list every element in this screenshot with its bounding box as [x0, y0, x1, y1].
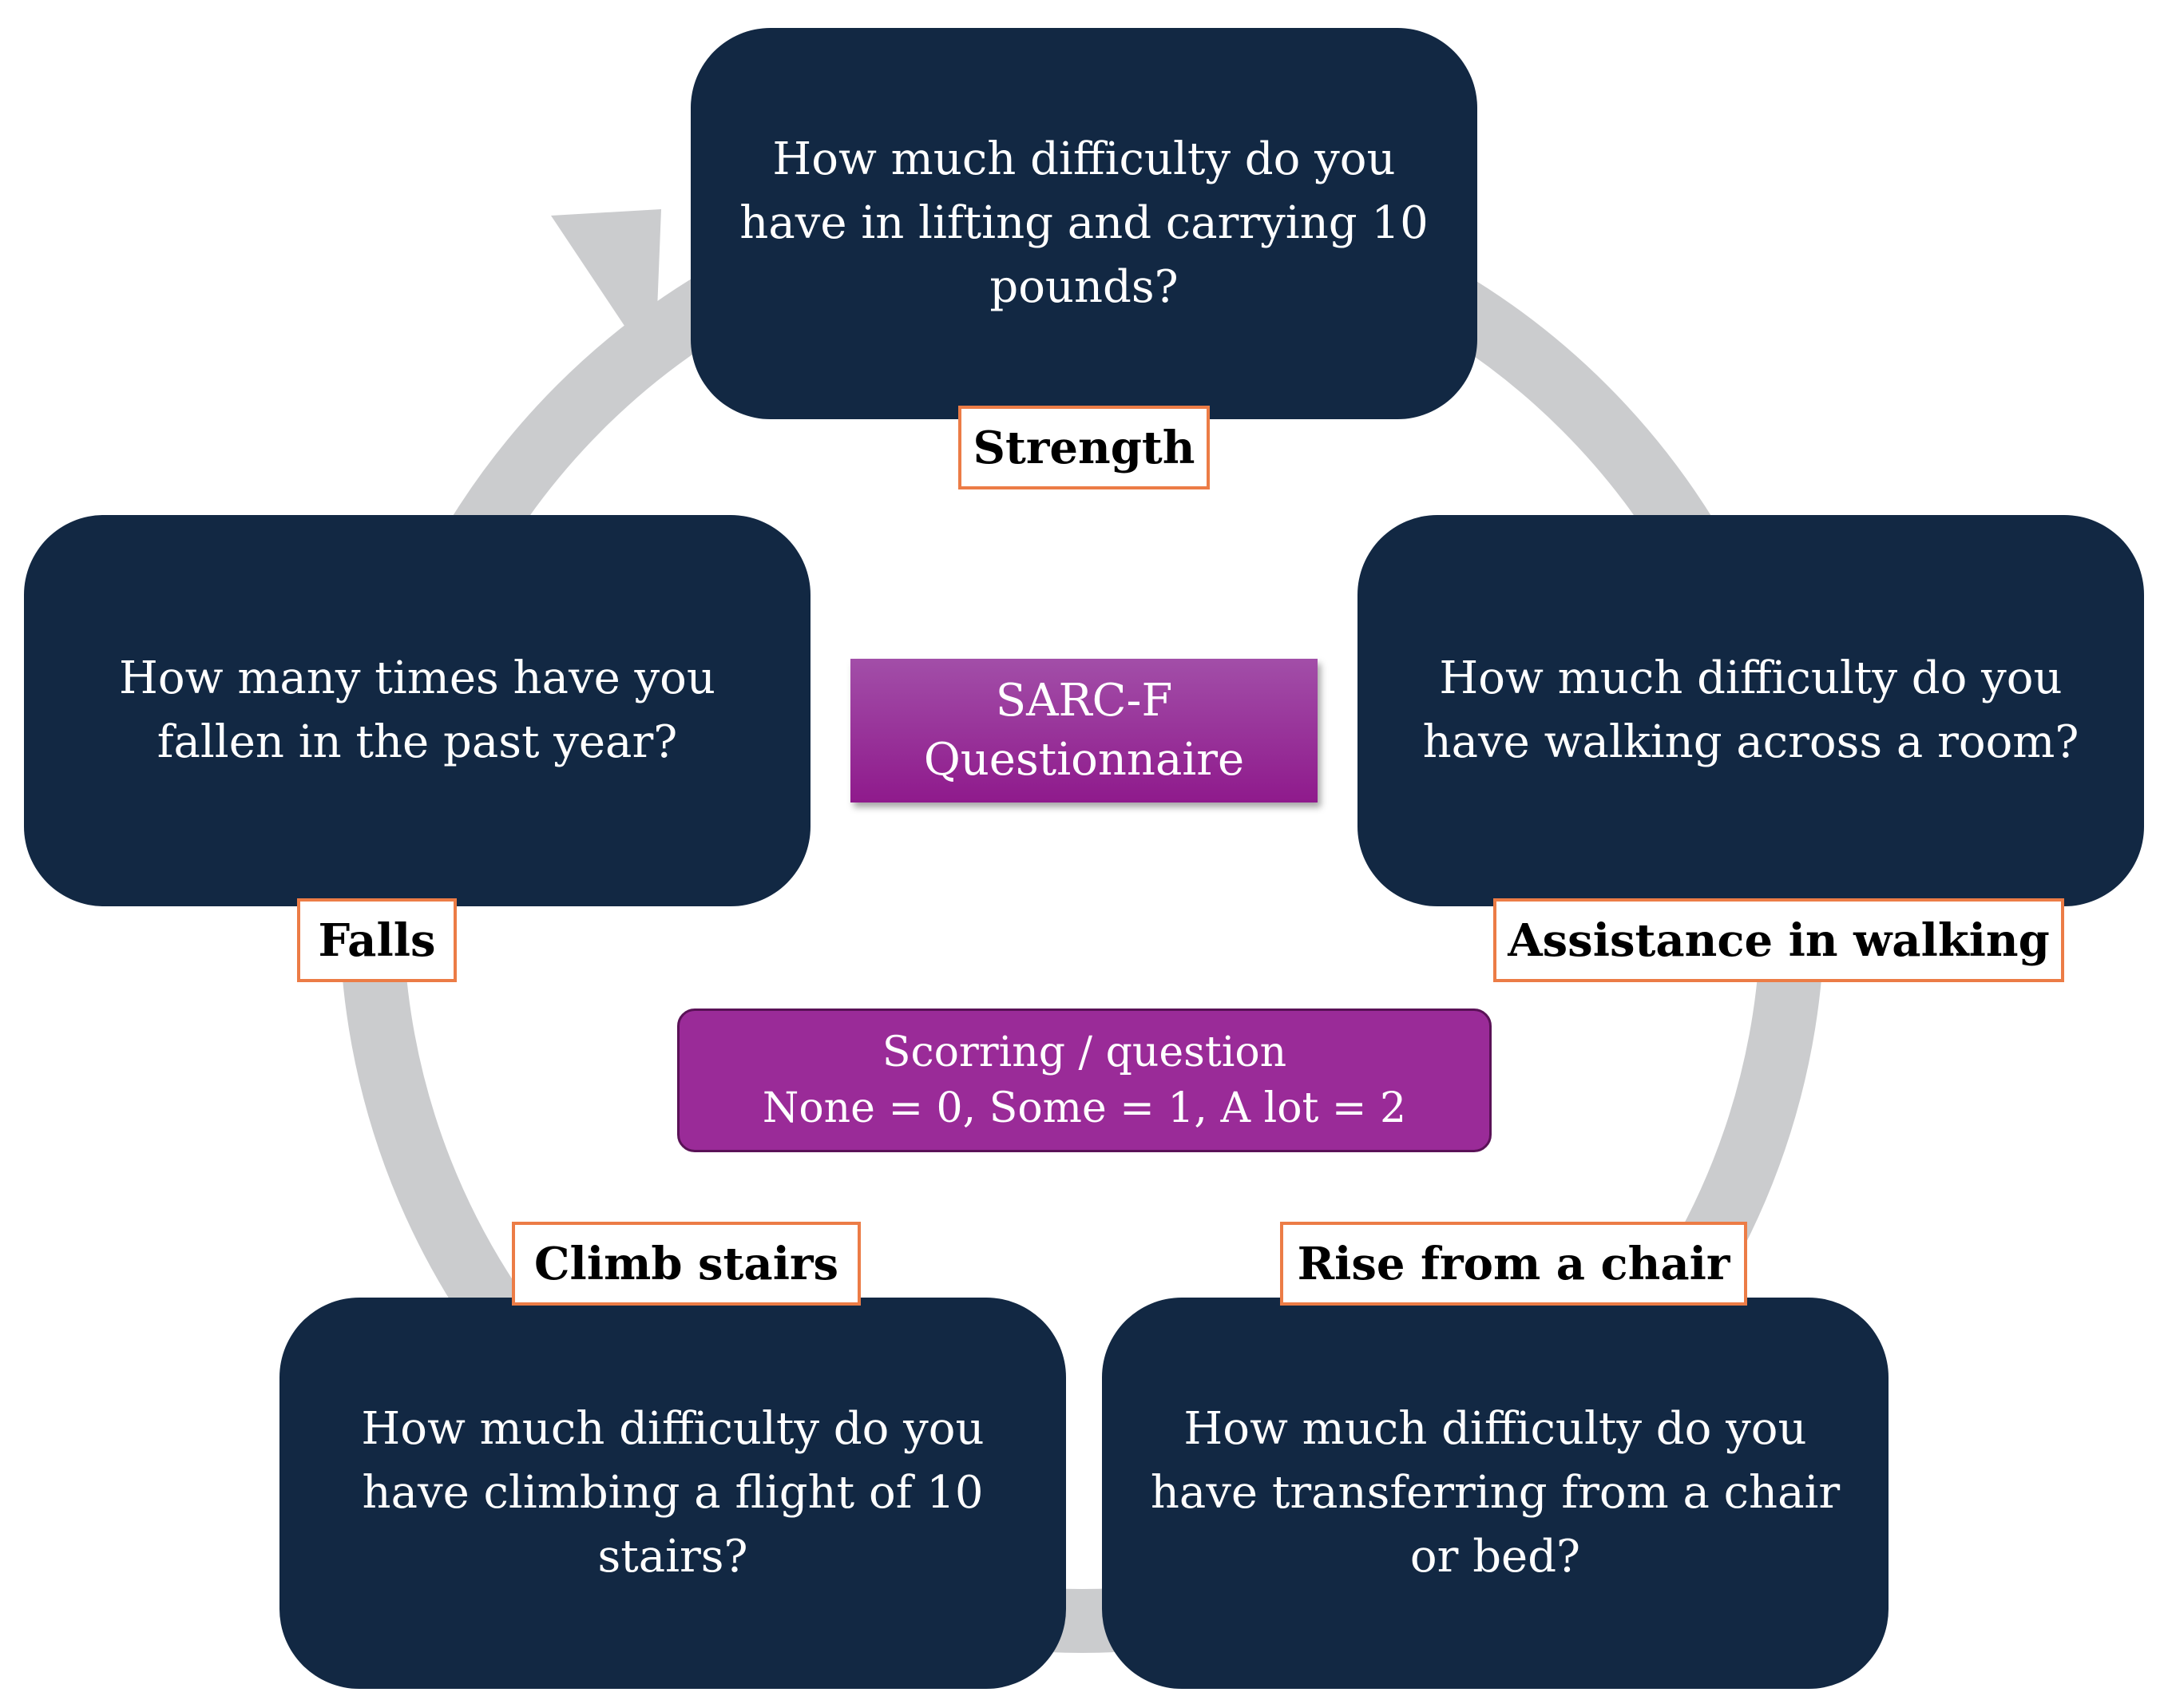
question-box-chair: How much difficulty do you have transfer… [1102, 1298, 1889, 1689]
question-box-walking: How much difficulty do you have walking … [1357, 515, 2144, 906]
sarc-f-title-box: SARC-F Questionnaire [850, 659, 1318, 802]
question-box-falls: How many times have you fallen in the pa… [24, 515, 811, 906]
question-box-strength: How much difficulty do you have in lifti… [691, 28, 1477, 419]
label-strength: Strength [958, 406, 1210, 489]
label-falls: Falls [297, 898, 457, 982]
question-text-chair: How much difficulty do you have transfer… [1150, 1403, 1841, 1583]
label-assistance-in-walking: Assistance in walking [1493, 898, 2064, 982]
label-rise-from-chair: Rise from a chair [1280, 1222, 1747, 1306]
sarc-f-title-line1: SARC-F [995, 675, 1173, 727]
scoring-box: Scorring / question None = 0, Some = 1, … [677, 1009, 1492, 1152]
label-climb-stairs: Climb stairs [512, 1222, 861, 1306]
question-text-walking: How much difficulty do you have walking … [1422, 652, 2079, 768]
scoring-values: None = 0, Some = 1, A lot = 2 [762, 1084, 1407, 1132]
cycle-arrowhead [551, 209, 661, 371]
scoring-title: Scorring / question [882, 1028, 1287, 1076]
sarc-f-title-line2: Questionnaire [923, 734, 1245, 786]
question-text-strength: How much difficulty do you have in lifti… [739, 133, 1429, 313]
question-text-falls: How many times have you fallen in the pa… [119, 652, 715, 768]
question-box-stairs: How much difficulty do you have climbing… [279, 1298, 1066, 1689]
question-text-stairs: How much difficulty do you have climbing… [361, 1403, 985, 1583]
